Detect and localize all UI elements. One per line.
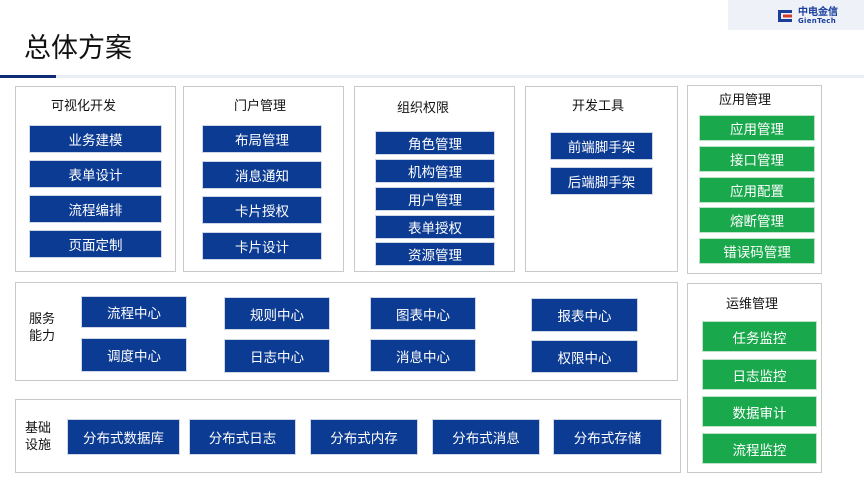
header-band [728,0,864,30]
row-label: 基础 设施 [25,420,51,454]
service-button[interactable]: 图表中心 [370,297,476,330]
infra-button[interactable]: 分布式数据库 [67,419,180,455]
module-button[interactable]: 用户管理 [375,187,495,211]
service-button[interactable]: 调度中心 [81,338,187,372]
module-button[interactable]: 前端脚手架 [550,132,653,160]
service-button[interactable]: 消息中心 [370,339,476,372]
module-button[interactable]: 消息通知 [202,161,322,189]
panel-dev-tools: 开发工具 前端脚手架 后端脚手架 [525,86,678,272]
module-button[interactable]: 应用配置 [699,177,815,203]
panel-org-permissions: 组织权限 角色管理 机构管理 用户管理 表单授权 资源管理 [354,86,515,272]
module-button[interactable]: 机构管理 [375,159,495,183]
panel-title: 开发工具 [572,99,625,114]
panel-portal: 门户管理 布局管理 消息通知 卡片授权 卡片设计 [183,86,344,272]
row-label-line: 服务 [29,312,56,327]
infra-button[interactable]: 分布式存储 [553,419,662,455]
page-title: 总体方案 [24,33,132,64]
service-button[interactable]: 报表中心 [531,298,638,332]
module-button[interactable]: 角色管理 [375,131,495,155]
module-button[interactable]: 表单设计 [29,160,162,188]
service-button[interactable]: 流程中心 [81,296,187,328]
module-button[interactable]: 卡片设计 [202,232,322,260]
panel-title: 应用管理 [719,93,772,108]
logo-text-cn: 中电金信 [798,6,838,18]
infra-button[interactable]: 分布式消息 [432,419,540,455]
company-logo: 中电金信 GienTech [776,5,860,27]
panel-title: 门户管理 [234,99,287,114]
panel-title: 可视化开发 [51,99,117,114]
module-button[interactable]: 接口管理 [699,146,815,172]
infra-button[interactable]: 分布式日志 [189,419,296,455]
module-button[interactable]: 页面定制 [29,230,162,258]
row-label-line: 设施 [25,438,52,453]
panel-visual-dev: 可视化开发 业务建模 表单设计 流程编排 页面定制 [15,86,176,272]
panel-ops-management: 运维管理 任务监控 日志监控 数据审计 流程监控 [687,283,822,473]
module-button[interactable]: 布局管理 [202,125,322,153]
panel-title: 组织权限 [397,101,450,116]
logo-text-en: GienTech [798,16,837,25]
module-button[interactable]: 熔断管理 [699,207,815,233]
module-button[interactable]: 业务建模 [29,125,162,153]
title-rule-accent [0,75,56,78]
infra-button[interactable]: 分布式内存 [310,419,418,455]
module-button[interactable]: 后端脚手架 [550,167,653,195]
service-button[interactable]: 权限中心 [531,340,638,373]
module-button[interactable]: 错误码管理 [699,238,815,264]
module-button[interactable]: 任务监控 [702,321,817,352]
panel-service-capability: 服务 能力 流程中心 调度中心 规则中心 日志中心 图表中心 消息中心 报表中心… [15,282,678,381]
module-button[interactable]: 卡片授权 [202,196,322,224]
logo-mark-icon [776,7,794,25]
service-button[interactable]: 日志中心 [224,339,330,373]
row-label-line: 基础 [25,421,52,436]
row-label: 服务 能力 [29,311,55,345]
row-label-line: 能力 [29,329,56,344]
panel-title: 运维管理 [726,297,779,312]
module-button[interactable]: 表单授权 [375,215,495,239]
module-button[interactable]: 流程编排 [29,195,162,223]
panel-app-management: 应用管理 应用管理 接口管理 应用配置 熔断管理 错误码管理 [687,85,822,274]
panel-infrastructure: 基础 设施 分布式数据库 分布式日志 分布式内存 分布式消息 分布式存储 [15,399,681,473]
module-button[interactable]: 数据审计 [702,396,817,427]
title-rule [56,75,864,78]
module-button[interactable]: 应用管理 [699,115,815,141]
module-button[interactable]: 流程监控 [702,433,817,464]
module-button[interactable]: 日志监控 [702,359,817,390]
service-button[interactable]: 规则中心 [224,297,330,330]
module-button[interactable]: 资源管理 [375,242,495,266]
